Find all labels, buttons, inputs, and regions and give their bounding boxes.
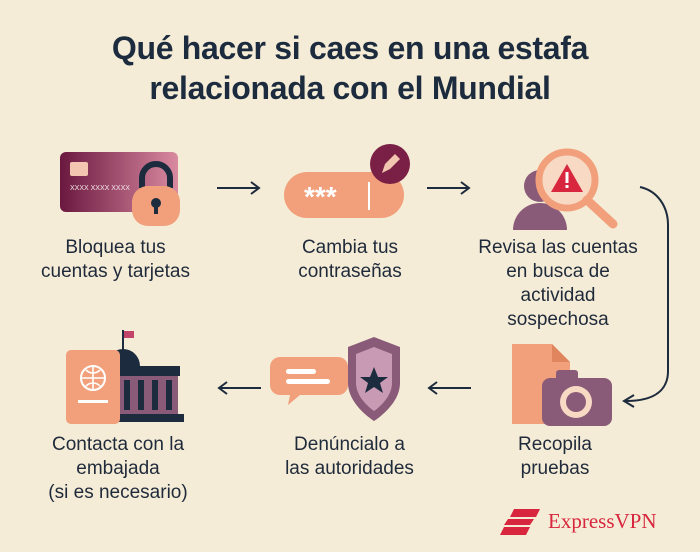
arrow-right-icon	[425, 180, 473, 196]
step-label-block-accounts: Bloquea tus cuentas y tarjetas	[18, 236, 213, 284]
step-label-report-authorities: Denúncialo a las autoridades	[262, 433, 437, 481]
title-line-1: Qué hacer si caes en una estafa	[111, 30, 589, 66]
passport-embassy-icon	[62, 328, 192, 426]
card-number: XXXX XXXX XXXX	[70, 185, 130, 192]
step-label-collect-evidence: Recopila pruebas	[490, 433, 620, 481]
magnifier-warning-icon	[505, 142, 625, 232]
step-4-line-2: pruebas	[520, 458, 590, 479]
password-field-icon: ***	[282, 142, 422, 226]
step-3-line-4: sospechosa	[507, 309, 609, 330]
step-label-change-passwords: Cambia tus contraseñas	[255, 236, 445, 284]
arrow-right-icon	[215, 180, 263, 196]
step-4-line-1: Recopila	[518, 434, 592, 455]
curved-arrow-icon	[616, 185, 680, 410]
step-6-line-2: embajada	[76, 458, 160, 479]
brand-logo: ExpressVPN	[500, 505, 680, 539]
page-title: Qué hacer si caes en una estafa relacion…	[0, 28, 700, 108]
step-6-line-3: (si es necesario)	[48, 482, 188, 503]
step-label-review-accounts: Revisa las cuentas en busca de actividad…	[463, 236, 653, 332]
masked-password-text: ***	[304, 181, 337, 212]
step-1-line-1: Bloquea tus	[65, 237, 166, 258]
card-lock-icon: XXXX XXXX XXXX	[58, 148, 198, 230]
title-line-2: relacionada con el Mundial	[149, 70, 551, 106]
expressvpn-logo-icon	[500, 509, 540, 535]
step-3-line-2: en busca de	[506, 261, 610, 282]
step-3-line-3: actividad	[520, 285, 596, 306]
arrow-left-icon	[215, 380, 263, 396]
step-2-line-2: contraseñas	[298, 261, 402, 282]
step-1-line-2: cuentas y tarjetas	[41, 261, 190, 282]
step-label-contact-embassy: Contacta con la embajada (si es necesari…	[28, 433, 208, 505]
step-6-line-1: Contacta con la	[51, 434, 185, 455]
step-5-line-2: las autoridades	[285, 458, 414, 479]
police-badge-chat-icon	[270, 333, 415, 425]
step-2-line-1: Cambia tus	[301, 237, 399, 258]
step-5-line-1: Denúncialo a	[294, 434, 405, 455]
camera-document-icon	[508, 340, 618, 430]
brand-name: ExpressVPN	[548, 509, 657, 533]
step-3-line-1: Revisa las cuentas	[478, 237, 638, 258]
arrow-left-icon	[425, 380, 473, 396]
